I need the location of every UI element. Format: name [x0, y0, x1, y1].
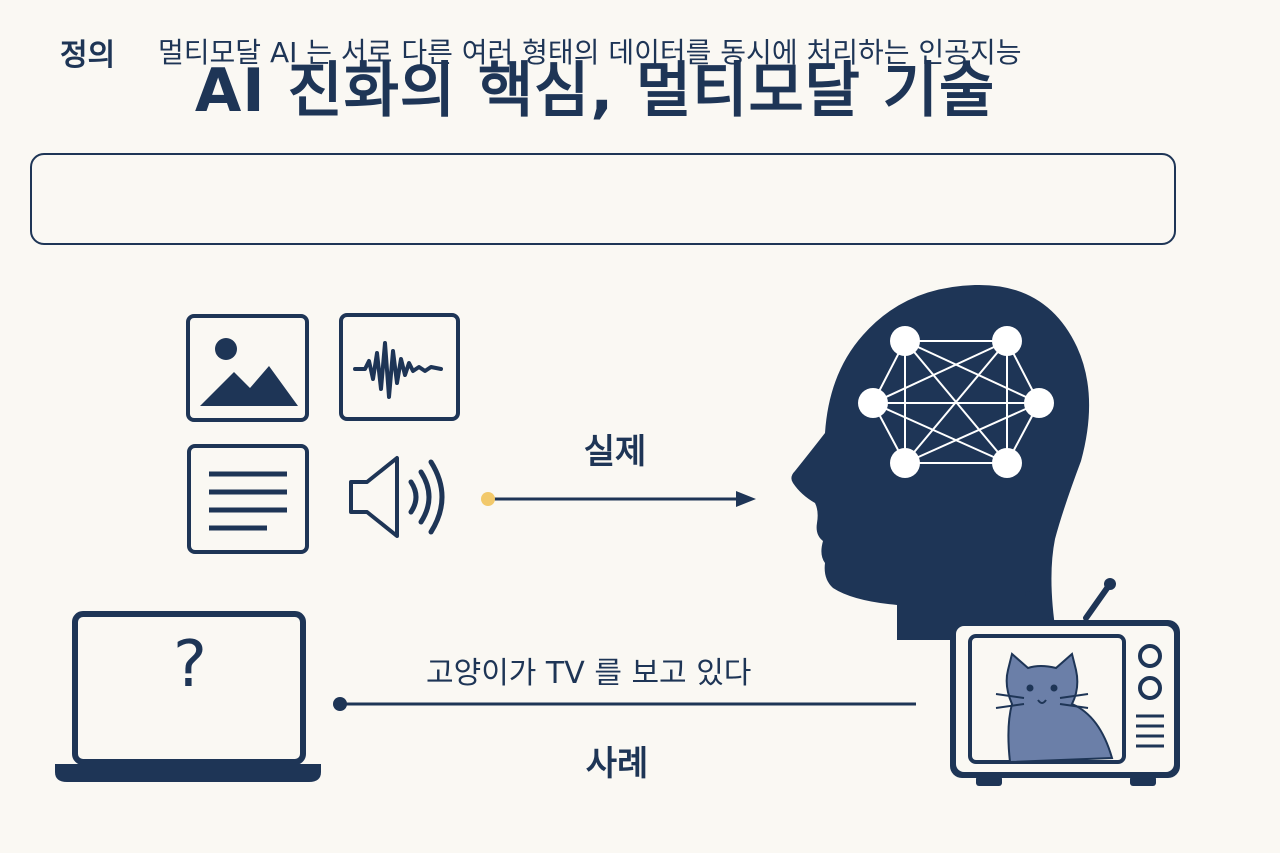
input-label: 실제: [583, 432, 647, 472]
definition-label: 정의: [60, 38, 116, 73]
arrow-start-dot: [481, 492, 495, 506]
example-arrow: [333, 697, 916, 711]
example-label: 사례: [585, 744, 649, 784]
laptop-question-icon: [55, 611, 321, 782]
text-document-icon: [187, 444, 309, 554]
page-title: AI 진화의 핵심, 멀티모달 기술: [194, 56, 996, 126]
definition-box: [30, 153, 1176, 245]
tv-cat-icon: [950, 578, 1180, 786]
laptop-question-mark: ?: [173, 628, 207, 702]
ai-head-neural-network-icon: [791, 284, 1090, 640]
input-arrow: [481, 491, 756, 507]
image-icon: [186, 314, 309, 422]
example-text: 고양이가 TV 를 보고 있다: [426, 656, 752, 691]
definition-text: 멀티모달 AI 는 서로 다른 여러 형태의 데이터를 동시에 처리하는 인공지…: [158, 36, 1022, 69]
speaker-icon: [349, 456, 445, 538]
audio-waveform-icon: [339, 313, 460, 421]
